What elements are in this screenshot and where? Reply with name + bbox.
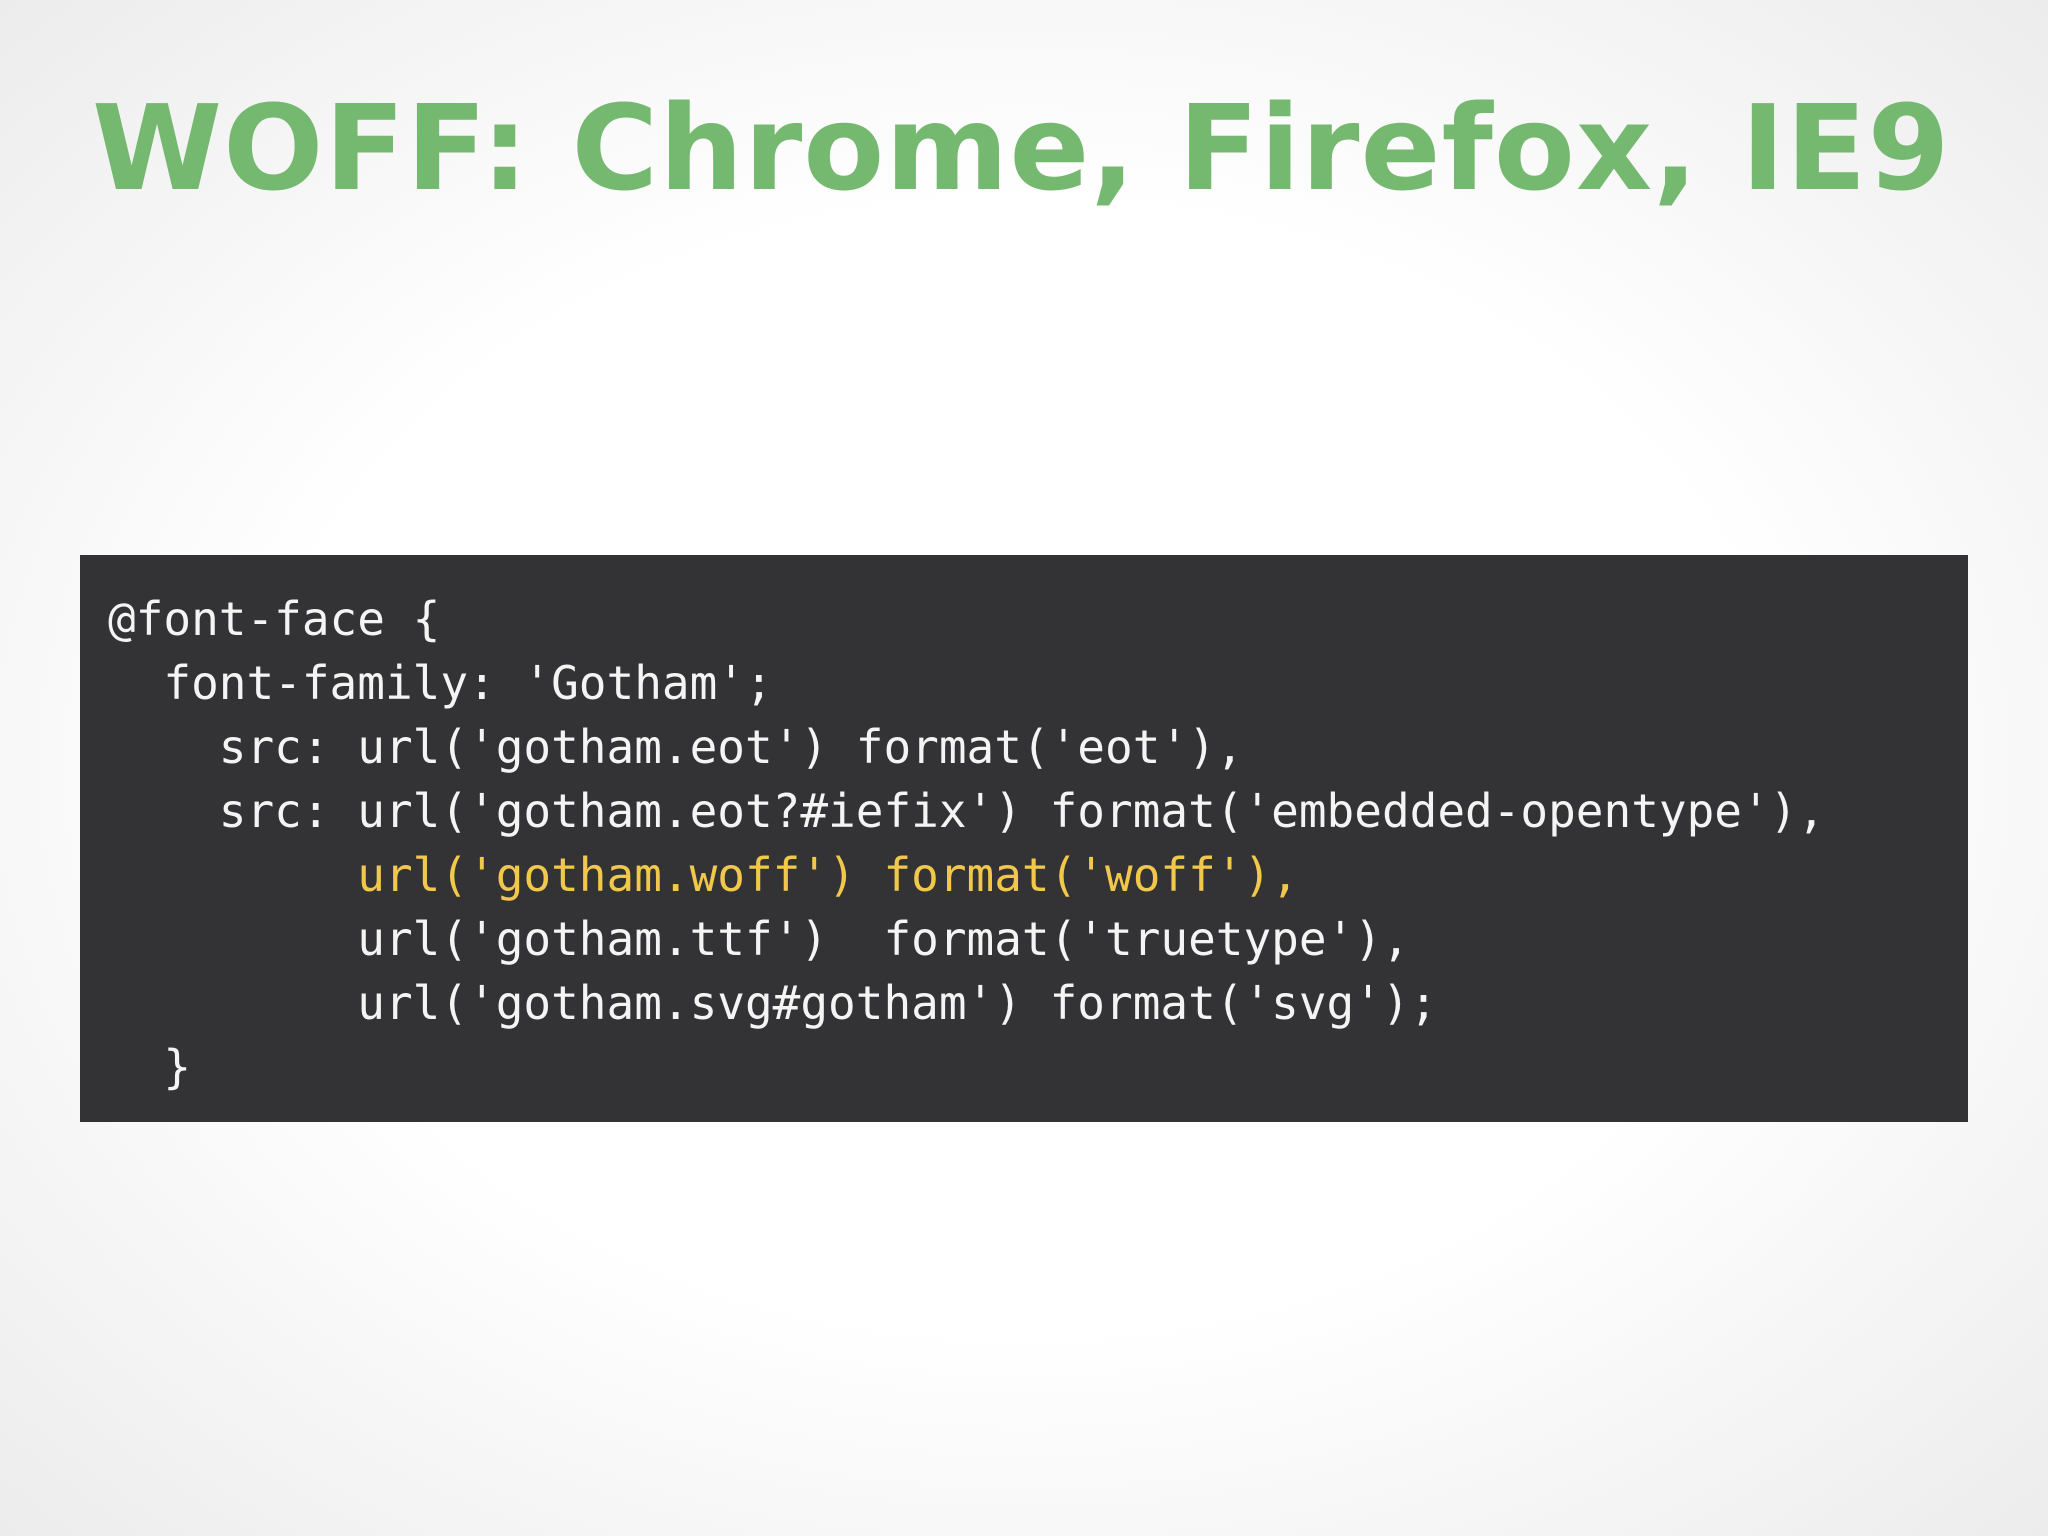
code-line-svg: url('gotham.svg#gotham') format('svg'); [108, 976, 1438, 1030]
code-line-ttf: url('gotham.ttf') format('truetype'), [108, 912, 1410, 966]
slide-title: WOFF: Chrome, Firefox, IE9 [92, 79, 1951, 217]
code-line-src-iefix: src: url('gotham.eot?#iefix') format('em… [108, 784, 1826, 838]
code-block: @font-face { font-family: 'Gotham'; src:… [80, 555, 1968, 1122]
code-line-font-family: font-family: 'Gotham'; [108, 656, 773, 710]
code-line-close-brace: } [108, 1040, 192, 1094]
code-line-src-eot: src: url('gotham.eot') format('eot'), [108, 720, 1244, 774]
code-line-font-face-open: @font-face { [108, 592, 441, 646]
code-line-woff-highlighted: url('gotham.woff') format('woff'), [108, 848, 1299, 902]
